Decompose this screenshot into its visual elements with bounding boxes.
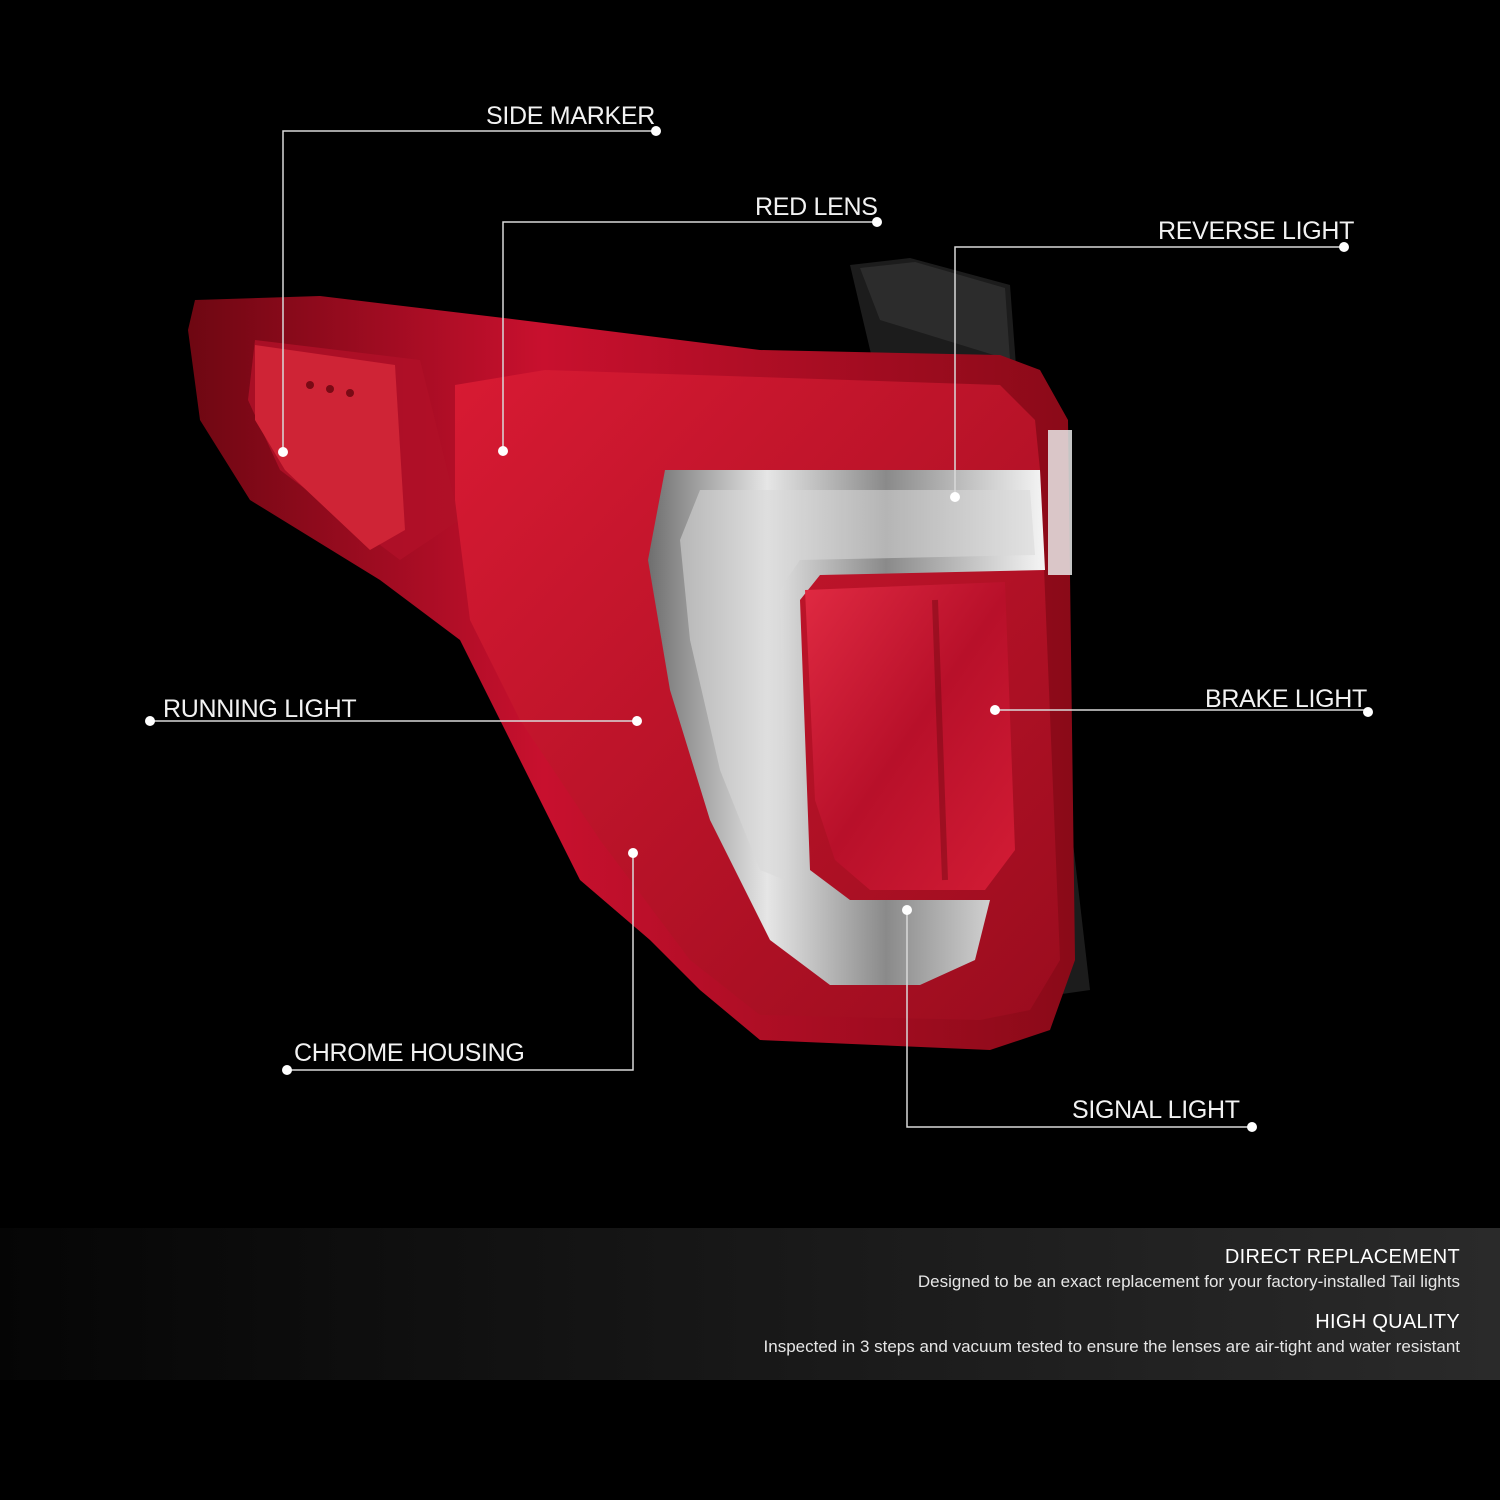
feature-high-quality: HIGH QUALITY Inspected in 3 steps and va… — [764, 1310, 1460, 1358]
feature-description: Inspected in 3 steps and vacuum tested t… — [763, 1337, 1460, 1356]
brake-lens — [805, 582, 1015, 890]
chrome-reflector — [648, 470, 1045, 985]
callout-brake-light: BRAKE LIGHT — [1205, 685, 1368, 713]
side-marker-lens — [255, 345, 405, 550]
feature-title: DIRECT REPLACEMENT — [1224, 1246, 1460, 1268]
callout-red-lens: RED LENS — [755, 193, 878, 221]
features-panel: DIRECT REPLACEMENT Designed to be an exa… — [0, 1228, 1500, 1380]
feature-direct-replacement: DIRECT REPLACEMENT Designed to be an exa… — [918, 1245, 1460, 1293]
callout-side-marker: SIDE MARKER — [486, 102, 655, 130]
callout-signal-light: SIGNAL LIGHT — [1072, 1096, 1240, 1124]
feature-title: HIGH QUALITY — [1315, 1311, 1460, 1333]
callout-running-light: RUNNING LIGHT — [163, 695, 357, 723]
callout-reverse-light: REVERSE LIGHT — [1158, 217, 1355, 245]
side-reflector-strip — [1048, 430, 1072, 575]
feature-description: Designed to be an exact replacement for … — [917, 1272, 1460, 1291]
callout-lines — [150, 130, 1368, 1128]
callout-chrome-housing: CHROME HOUSING — [294, 1039, 525, 1067]
callout-dots — [145, 126, 1373, 1132]
